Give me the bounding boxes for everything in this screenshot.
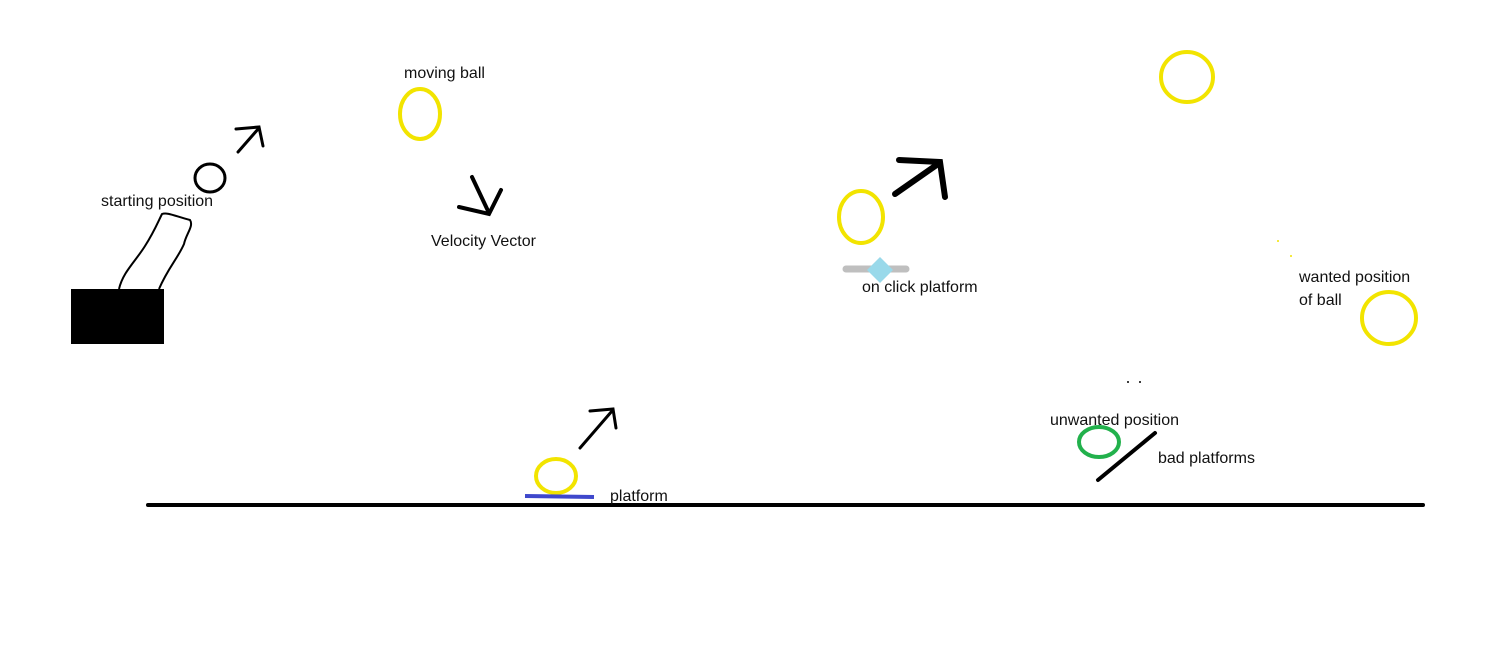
launch-arrow	[234, 125, 265, 154]
speck	[1127, 381, 1129, 383]
on-click-marker	[867, 257, 893, 283]
velocity-vector-label: Velocity Vector	[431, 233, 536, 250]
starting-ball	[193, 162, 227, 194]
on-click-ball	[837, 189, 885, 245]
bad-platform	[1096, 431, 1157, 482]
speck	[1277, 240, 1279, 242]
platform	[524, 494, 595, 499]
moving-ball-label: moving ball	[404, 65, 485, 82]
wanted-position-label-line2: of ball	[1299, 292, 1342, 309]
cannon-barrel	[118, 212, 193, 290]
wanted-position-label: wanted position	[1299, 269, 1411, 286]
speck	[1139, 381, 1141, 383]
bounce-arrow	[892, 157, 948, 200]
bad-platforms-label: bad platforms	[1158, 450, 1255, 467]
wanted-ball	[1360, 290, 1418, 346]
ball-top-right	[1159, 50, 1215, 104]
platform-arrow	[578, 407, 618, 450]
speck	[1290, 255, 1292, 257]
platform-label: platform	[610, 488, 668, 505]
moving-ball	[398, 87, 442, 141]
on-click-platform-label: on click platform	[862, 279, 978, 296]
velocity-vector-arrow	[457, 175, 503, 217]
unwanted-position-label: unwanted position	[1050, 412, 1179, 429]
unwanted-ball	[1077, 425, 1121, 459]
starting-position-label: starting position	[101, 193, 214, 210]
cannon-base	[71, 289, 164, 344]
platform-ball	[534, 457, 578, 495]
